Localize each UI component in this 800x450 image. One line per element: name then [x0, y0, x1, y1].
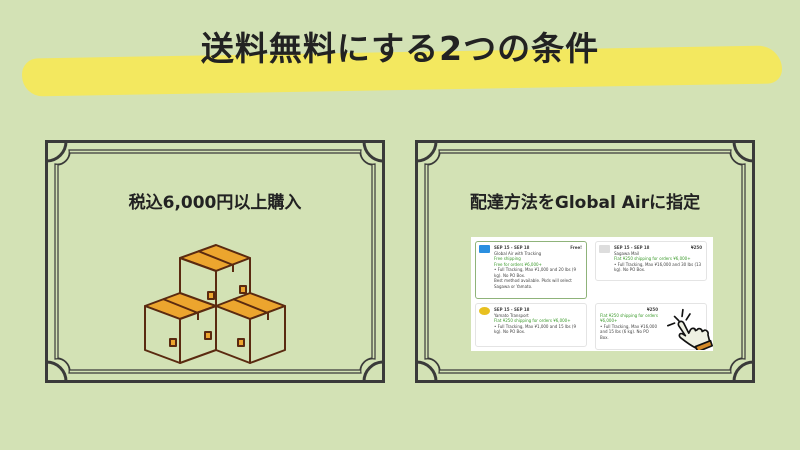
card-frame [45, 140, 385, 383]
sagawa-logo-icon [599, 245, 610, 253]
card-title: 配達方法をGlobal Airに指定 [469, 193, 701, 213]
yamato-logo-icon [479, 307, 490, 315]
shipping-option-sagawa: SEP 15 - SEP 18¥250 Sagawa Mail Flat ¥25… [595, 241, 707, 281]
card-title: 税込6,000円以上購入 [128, 193, 302, 213]
card-frame [415, 140, 755, 383]
boxes-icon [144, 244, 286, 364]
hand-pointer-icon [667, 308, 713, 350]
shipping-option-yamato: SEP 15 - SEP 18 Yamato Transport Flat ¥2… [475, 303, 587, 347]
page-title: 送料無料にする2つの条件 [200, 29, 600, 68]
airplane-icon [479, 245, 490, 253]
condition-card-1: 税込6,000円以上購入 [45, 140, 385, 383]
